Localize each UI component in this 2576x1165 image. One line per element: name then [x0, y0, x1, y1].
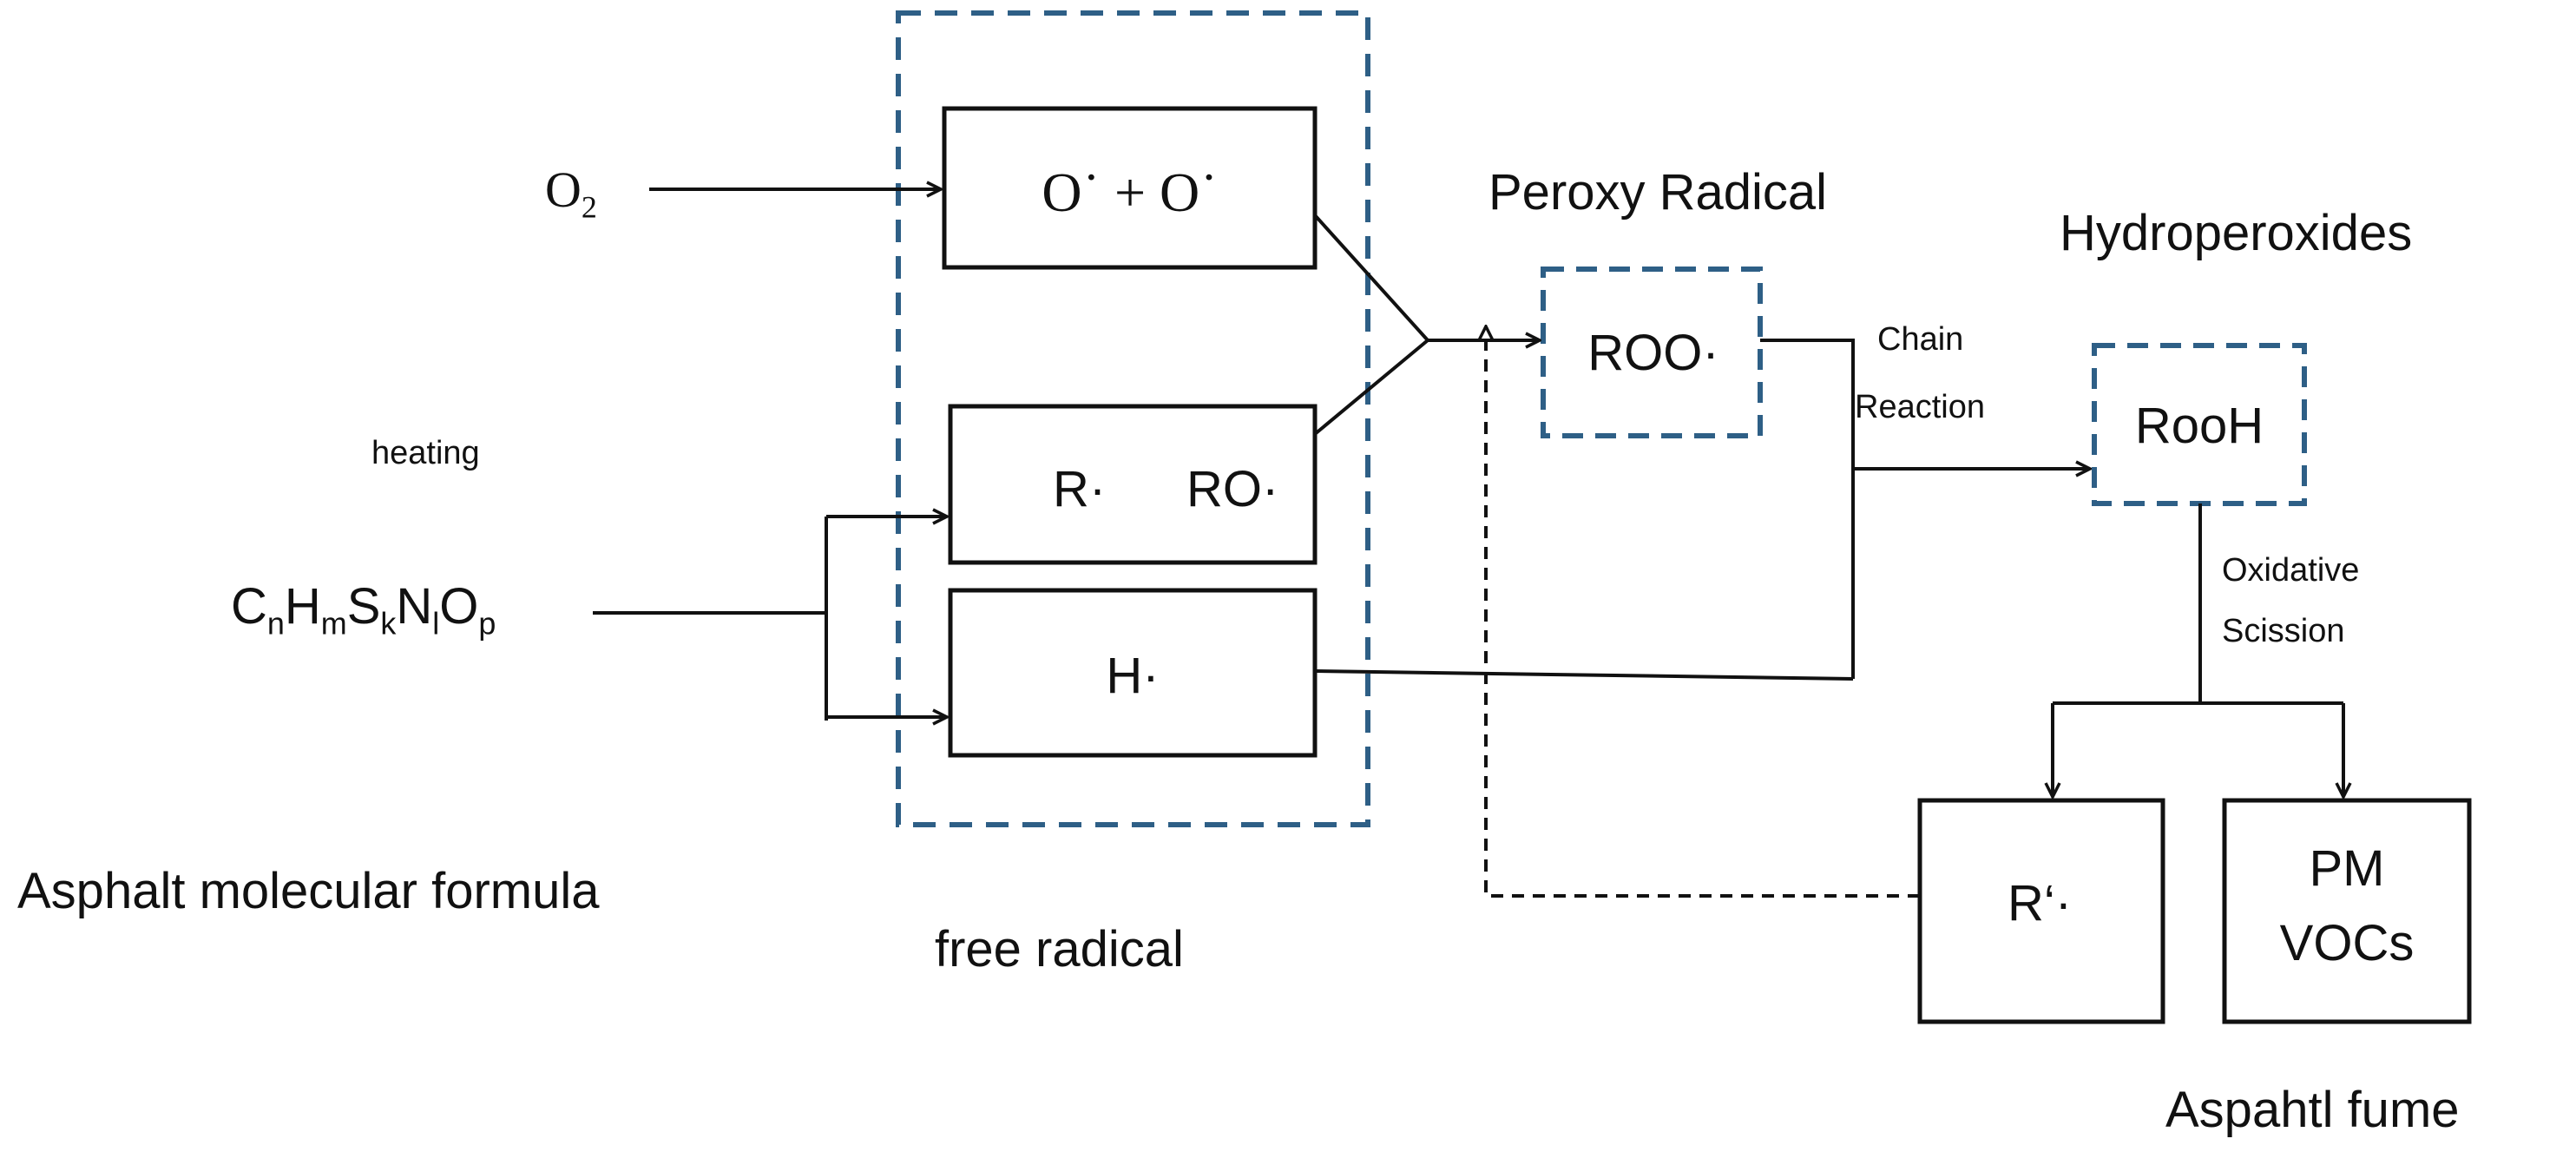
oxygen-radicals-text: O˙ + O˙: [1042, 161, 1219, 223]
rooh-text: RooH: [2134, 398, 2264, 454]
roo-text: ROO·: [1587, 325, 1719, 381]
chain-label: Chain: [1877, 321, 1964, 358]
scission-label: Scission: [2222, 613, 2345, 649]
formula-branch-lines: [593, 517, 828, 721]
r-radical-text: R·: [1053, 461, 1107, 517]
ro-radical-text: RO·: [1186, 461, 1279, 517]
o2-label: O2: [545, 161, 597, 225]
vocs-text: VOCs: [2279, 915, 2415, 971]
heating-label: heating: [371, 435, 480, 471]
r-ro-radicals-box: [948, 404, 1318, 565]
reaction-label: Reaction: [1855, 389, 1985, 425]
asphalt-formula: CnHmSkNlOp: [231, 578, 496, 642]
roo-box: [1541, 267, 1763, 438]
free-radical-group-box: [896, 10, 1370, 827]
converging-lines: [1313, 214, 1429, 436]
free-radical-label: free radical: [935, 921, 1184, 977]
asphalt-fume-label: Aspahtl fume: [2165, 1082, 2460, 1138]
h-radical-text: H·: [1106, 648, 1160, 704]
pm-vocs-box: [2222, 798, 2472, 1024]
r-prime-text: R‘·: [2007, 875, 2073, 931]
r-prime-box: [1917, 798, 2165, 1024]
peroxy-radical-label: Peroxy Radical: [1488, 164, 1828, 220]
feedback-dashed-line: [1486, 326, 1920, 898]
hydroperoxides-label: Hydroperoxides: [2060, 205, 2413, 261]
pm-text: PM: [2309, 840, 2385, 897]
asphalt-molecular-formula-label: Asphalt molecular formula: [17, 863, 600, 919]
h-radical-to-chain-line: [1314, 669, 1854, 681]
roo-to-chain-line: [1760, 339, 1855, 679]
oxygen-radicals-box: [942, 106, 1318, 270]
scission-lines: [2053, 504, 2343, 705]
oxidative-label: Oxidative: [2222, 552, 2360, 589]
